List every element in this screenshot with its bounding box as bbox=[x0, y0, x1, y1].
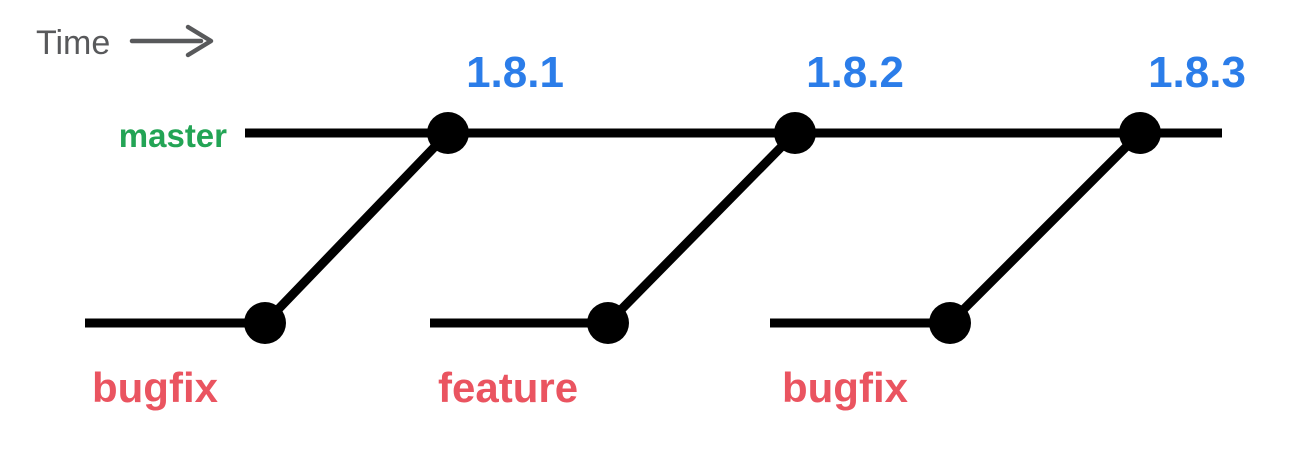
bugfix-branch-label-1: bugfix bbox=[92, 364, 219, 411]
commit-dot-bugfix-1 bbox=[244, 302, 286, 344]
commit-dot-master-3 bbox=[1119, 112, 1161, 154]
release-tag-1-8-1: 1.8.1 bbox=[466, 48, 564, 97]
release-tag-1-8-2: 1.8.2 bbox=[806, 48, 904, 97]
merge-line-bugfix2-to-master bbox=[946, 129, 1144, 327]
commit-dot-bugfix-2 bbox=[929, 302, 971, 344]
release-tag-1-8-3: 1.8.3 bbox=[1148, 48, 1246, 97]
time-axis-label: Time bbox=[36, 24, 110, 62]
commit-dot-master-1 bbox=[427, 112, 469, 154]
merge-line-feature-to-master bbox=[604, 129, 799, 327]
feature-branch-label: feature bbox=[438, 364, 578, 411]
commit-dot-master-2 bbox=[774, 112, 816, 154]
commit-dot-feature bbox=[587, 302, 629, 344]
master-branch-label: master bbox=[119, 117, 227, 154]
bugfix-branch-label-2: bugfix bbox=[782, 364, 909, 411]
time-arrow-icon bbox=[129, 24, 214, 58]
merge-line-bugfix1-to-master bbox=[261, 129, 452, 327]
